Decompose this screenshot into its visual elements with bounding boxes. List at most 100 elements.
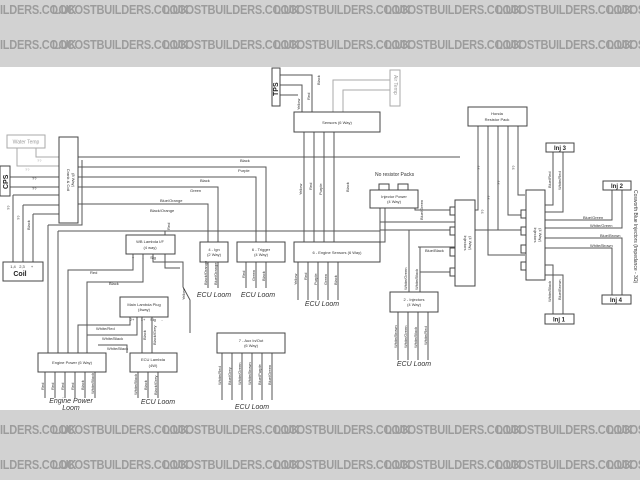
air-temp-label: Air Temp	[392, 75, 398, 95]
wire-label: White/Black	[133, 374, 138, 395]
wire-labels: Black Purple Black Green Blue/Orange Bla…	[6, 75, 620, 395]
wire-label: White/Black	[107, 346, 128, 351]
pin-tab	[397, 183, 409, 191]
pin-tab	[449, 267, 456, 277]
watermark-text: LOCOSTBUILDERS.CO.UK	[385, 457, 522, 472]
wire-label: Blue/Grey	[227, 367, 232, 385]
inj3-box	[545, 142, 575, 153]
watermark-text: LOCOSTBUILDERS.CO.UK	[163, 422, 300, 437]
wire-label: White/Brown	[393, 325, 398, 348]
injectors-left-label-2: (4 Way)	[468, 236, 473, 251]
watermark-text: LOCOSTBUILDERS.CO.UK	[385, 422, 522, 437]
watermark-text: LOCOSTBUILDERS.CO.UK	[0, 422, 77, 437]
trigger-label-2: (4 Way)	[254, 252, 269, 257]
wire-label: Black	[240, 158, 250, 163]
wire-label: Black/Orange	[203, 260, 208, 285]
watermark-text: LOCOSTBUILDERS.CO.UK	[385, 2, 522, 17]
engine-sensors-label: 6 - Engine Sensors (6 Way)	[313, 250, 363, 255]
wire-label-unknown: ??	[486, 195, 491, 200]
wb-lambda-label: WB Lambda I/F	[136, 239, 164, 244]
watermark-text: LOCOSTBUILDERS.CO.UK	[274, 422, 411, 437]
wire-label: White/Red	[423, 326, 428, 345]
wire-label-unknown: ??	[6, 205, 11, 210]
main-lambda-pin: Sig	[150, 317, 156, 322]
main-lambda-plug	[119, 296, 169, 318]
wire-label: White/Black	[102, 336, 123, 341]
engine-sensors-connector	[293, 241, 381, 263]
inj2-label: Inj 2	[611, 184, 624, 190]
wb-pin: -	[142, 255, 144, 260]
main-lambda-label-2: (4way)	[138, 307, 151, 312]
wire-label: Blue/Black	[425, 248, 444, 253]
wire-label: Black	[109, 281, 119, 286]
engine-power-connector	[37, 352, 107, 373]
wire-label: Black	[261, 271, 266, 281]
coil-pin: 2,3	[19, 264, 25, 269]
wire-label: Red	[50, 383, 55, 390]
wire-label: Blue/Orange	[160, 198, 183, 203]
coil-box	[2, 261, 44, 282]
wire-label: Green	[190, 188, 201, 193]
watermark-text: LOCOSTBUILDERS.CO.UK	[163, 457, 300, 472]
watermark-text: LOCOSTBUILDERS.CO.UK	[163, 2, 300, 17]
watermark-text: LOCOSTBUILDERS.CO.UK	[496, 422, 633, 437]
sensors-connector	[293, 111, 381, 133]
wire-label: Blue/Brown	[600, 233, 620, 238]
wire-label-unknown: ??	[511, 165, 516, 170]
wire-label: Black	[316, 75, 321, 85]
watermark-text: LOCOSTBUILDERS.CO.UK	[52, 2, 189, 17]
wb-pin: Sig	[150, 255, 156, 260]
honda-label: Honda	[491, 111, 504, 116]
main-lambda-pin: -	[161, 317, 163, 322]
watermark-text: LOCOSTBUILDERS.CO.UK	[0, 2, 77, 17]
watermark-text: LOCOSTBUILDERS.CO.UK	[274, 457, 411, 472]
wire-label: White/Green	[403, 268, 408, 290]
inj3-label: Inj 3	[554, 146, 567, 152]
inj4-box	[601, 294, 632, 305]
loom-labels: ECU Loom ECU Loom ECU Loom Engine Power …	[49, 292, 431, 412]
watermark-text: LOCOSTBUILDERS.CO.UK	[607, 457, 640, 472]
coil-pin: +	[31, 264, 34, 269]
ign-label-2: (2 Way)	[207, 252, 222, 257]
injector-power-label: Injector Power	[381, 194, 407, 199]
wire-label: White/Black	[547, 281, 552, 302]
watermark-text: LOCOSTBUILDERS.CO.UK	[607, 37, 640, 52]
watermark-banner-bottom: LOCOSTBUILDERS.CO.UK LOCOSTBUILDERS.CO.U…	[0, 410, 640, 480]
injectors-right-label: Injectors	[533, 227, 538, 242]
honda-label-2: Resistor Pack	[485, 117, 510, 122]
wire-label: White/Green	[590, 223, 612, 228]
wire-label: White/Red	[96, 326, 115, 331]
injectors-right-connector	[525, 189, 546, 281]
wire-label: White/Brown	[590, 243, 613, 248]
wb-lambda-label-2: (4 way)	[143, 245, 157, 250]
wire-label: Red	[241, 271, 246, 278]
pin-tab	[449, 206, 456, 216]
inj2-box	[602, 180, 632, 191]
ecu-loom-label: ECU Loom	[235, 404, 269, 411]
ecu-loom-label: ECU Loom	[305, 301, 339, 308]
watermark-text: LOCOSTBUILDERS.CO.UK	[52, 457, 189, 472]
wire-label-unknown: ??	[32, 186, 37, 191]
watermark-text: LOCOSTBUILDERS.CO.UK	[0, 37, 77, 52]
wire-label: White/Black	[414, 269, 419, 290]
injectors-left-connector	[454, 199, 476, 287]
water-temp-label: Water Temp	[13, 140, 40, 146]
wire-label: Green	[251, 270, 256, 281]
injectors-right-label-2: (4 Way)	[538, 228, 543, 243]
ecu-lambda-label-2: (4W)	[149, 363, 158, 368]
wire-label-unknown: ??	[37, 158, 42, 163]
watermark-text: LOCOSTBUILDERS.CO.UK	[0, 457, 77, 472]
wire-label-unknown: ??	[25, 167, 30, 172]
watermark-text: LOCOSTBUILDERS.CO.UK	[607, 422, 640, 437]
aux-connector	[216, 332, 286, 354]
wire-label: Blue/Orange	[213, 262, 218, 285]
wire-label: White/Red	[217, 366, 222, 385]
watermark-text: LOCOSTBUILDERS.CO.UK	[607, 2, 640, 17]
cps-label: CPS	[3, 174, 10, 189]
coil-pin: 1,4	[10, 264, 16, 269]
wires	[10, 74, 623, 400]
wire-label: Yellow	[181, 288, 186, 300]
watermark-text: LOCOSTBUILDERS.CO.UK	[496, 37, 633, 52]
wire-label-unknown: ??	[476, 165, 481, 170]
